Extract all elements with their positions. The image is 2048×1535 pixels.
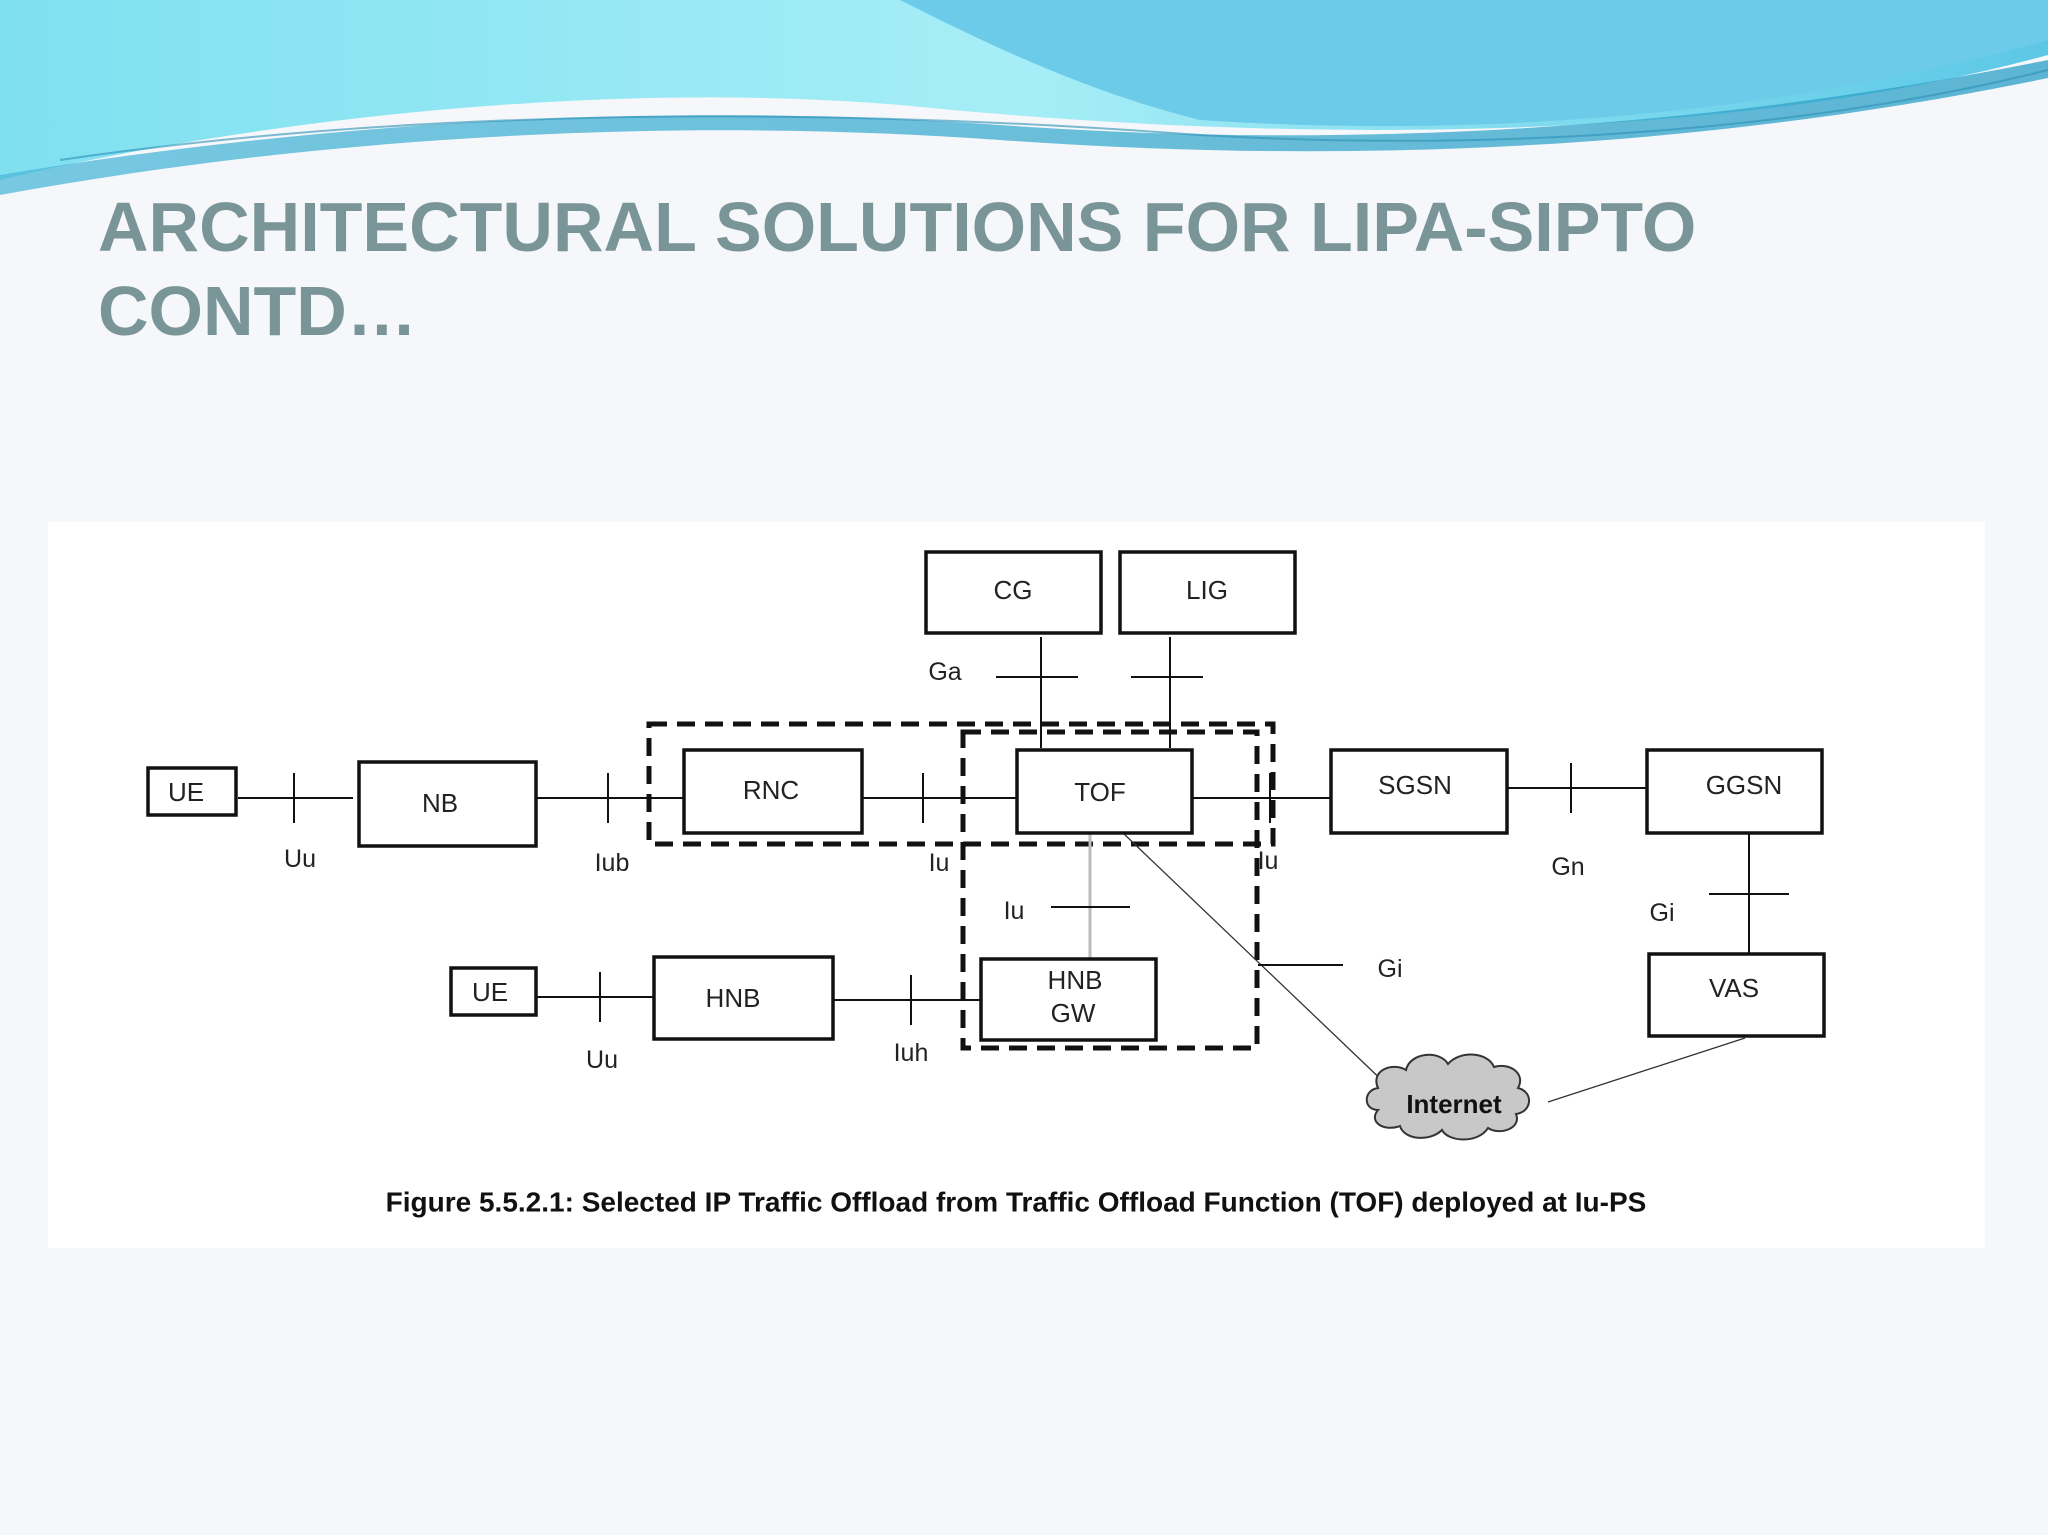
- interface-label-gn: Gn: [1551, 853, 1584, 881]
- node-tof: TOF: [1015, 748, 1194, 835]
- node-lig-label: LIG: [1186, 575, 1228, 605]
- interface-label-iub: Iub: [595, 849, 630, 877]
- interface-label-ga: Ga: [928, 658, 961, 686]
- node-cg-label: CG: [994, 575, 1033, 605]
- architecture-diagram: CG LIG UE NB RNC TOF SGSN GGSN UE HNB HN…: [146, 550, 1826, 1218]
- node-ue-top-label: UE: [168, 777, 204, 807]
- interface-label-uu-bottom: Uu: [586, 1046, 618, 1074]
- interface-label-iuh: Iuh: [894, 1039, 929, 1067]
- header-wave-decoration: [0, 0, 2048, 240]
- node-vas: VAS: [1647, 952, 1826, 1038]
- interface-label-uu-top: Uu: [284, 845, 316, 873]
- internet-cloud: Internet: [1365, 1053, 1530, 1141]
- figure-caption: Figure 5.5.2.1: Selected IP Traffic Offl…: [386, 1187, 1647, 1218]
- link-vas-internet: [1547, 1037, 1746, 1103]
- node-tof-label: TOF: [1074, 777, 1126, 807]
- interface-label-gi-ggsn-vas: Gi: [1650, 899, 1675, 927]
- slide-title-line-1: ARCHITECTURAL SOLUTIONS FOR LIPA-SIPTO: [98, 188, 1697, 266]
- node-cg: CG: [924, 550, 1103, 635]
- node-rnc: RNC: [682, 748, 864, 835]
- node-hnb-gw-label-line2: GW: [1051, 998, 1096, 1028]
- node-sgsn-label: SGSN: [1378, 770, 1452, 800]
- node-ue-top: UE: [146, 766, 238, 817]
- tof-hnbgw-group-boundary: [960, 729, 1260, 1051]
- node-vas-label: VAS: [1709, 973, 1759, 1003]
- interface-label-iu-tof-sgsn: Iu: [1258, 847, 1279, 875]
- internet-cloud-label: Internet: [1406, 1089, 1502, 1119]
- node-nb-label: NB: [422, 788, 458, 818]
- node-hnb-label: HNB: [706, 983, 761, 1013]
- node-hnb: HNB: [652, 955, 835, 1041]
- node-ue-bottom-label: UE: [472, 977, 508, 1007]
- interface-label-iu-tof-hnbgw: Iu: [1004, 897, 1025, 925]
- node-rnc-label: RNC: [743, 775, 799, 805]
- interface-label-gi-internet: Gi: [1378, 955, 1403, 983]
- node-lig: LIG: [1118, 550, 1297, 635]
- rnc-tof-group-boundary: [646, 721, 1276, 847]
- node-ggsn: GGSN: [1645, 748, 1824, 835]
- figure-panel: [48, 522, 1985, 1248]
- node-hnb-gw: HNB GW: [979, 957, 1158, 1042]
- node-nb: NB: [357, 760, 538, 848]
- node-ue-bottom: UE: [449, 966, 538, 1017]
- slide-title-line-2: CONTD…: [98, 272, 417, 350]
- slide-title: ARCHITECTURAL SOLUTIONS FOR LIPA-SIPTO C…: [98, 185, 1948, 353]
- node-hnb-gw-label-line1: HNB: [1048, 965, 1103, 995]
- link-tof-internet: [1122, 832, 1391, 1089]
- interface-label-iu-rnc-tof: Iu: [929, 849, 950, 877]
- node-sgsn: SGSN: [1329, 748, 1509, 835]
- node-ggsn-label: GGSN: [1706, 770, 1783, 800]
